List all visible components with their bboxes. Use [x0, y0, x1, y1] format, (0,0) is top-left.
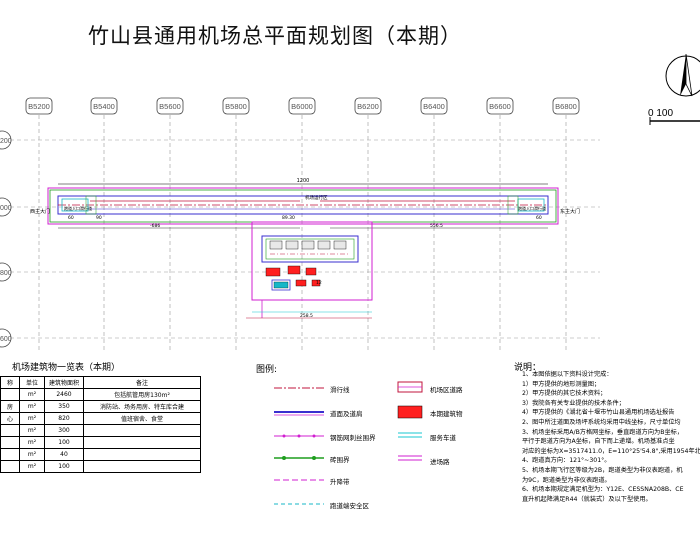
note-line: 平行于跑道方向为A坐标，自下而上递增。机场基准点坐: [522, 438, 675, 446]
legend-label: 砖围界: [330, 456, 350, 464]
runway-length-dim: 1200: [297, 178, 310, 184]
west-gate-label: 西主大门: [30, 208, 50, 215]
east-taxiway-label: 跑道入口滑行道: [518, 205, 546, 211]
apron-pavement: [261, 235, 359, 263]
west-taxiway-label: 跑道入口滑行道: [64, 205, 92, 211]
site-plan: B5200 B5400 B5600 B5800 B6000 B6200 B640…: [0, 97, 600, 350]
legend-label: 本期建筑物: [430, 410, 463, 418]
dim-bottom: 258.5: [300, 313, 313, 319]
note-line: 2）甲方提供的其它技术资料；: [522, 390, 607, 398]
legend-label: 钢筋网刺丝围界: [330, 434, 376, 442]
west-resa: [61, 198, 89, 212]
note-line: 4、跑道真方向：121°~301°。: [522, 457, 611, 465]
col-unit: 单位: [19, 376, 45, 389]
legend-label: 服务车道: [430, 434, 456, 442]
grid-x-label: B5800: [225, 102, 247, 111]
note-line: 3）我院各有关专业提供的技术条件；: [522, 399, 625, 407]
scale-bar: [649, 117, 700, 125]
grid-y-label: 600: [0, 336, 12, 343]
legend-label: 跑道端安全区: [330, 502, 369, 510]
dim-left: -686: [150, 223, 160, 229]
grid-horizontals: [10, 139, 600, 339]
scale-label: 0 100: [648, 108, 674, 119]
note-line: 对应的坐标为X=3517411.0，E=110°25'54.8",采用1954年…: [522, 447, 700, 455]
apron-hangars: [269, 240, 347, 250]
grid-x-label: B6400: [423, 102, 445, 111]
legend-label: 机场区道路: [430, 386, 463, 394]
note-line: 1）甲方提供的地形测量图；: [522, 380, 601, 388]
legend-symbols: [274, 381, 423, 505]
apron-fence: [251, 221, 373, 301]
dim-90: 90: [96, 215, 102, 221]
east-gate-label: 东主大门: [560, 208, 580, 215]
grid-x-label: B5200: [28, 102, 50, 111]
note-line: 4）甲方提供的《湖北省十堰市竹山县通用机场选址报告: [522, 409, 675, 417]
dim-60-east: 60: [536, 215, 542, 221]
grid-y-label: 200: [0, 138, 12, 145]
notes-body: 1、本图依据以下资料设计完成： 1）甲方提供的地形测量图； 2）甲方提供的其它技…: [522, 370, 700, 504]
legend-building: [397, 405, 423, 419]
dim-right: 556.5: [430, 223, 443, 229]
legend-label: 道面及道肩: [330, 410, 363, 418]
legend-label: 升降带: [330, 478, 350, 486]
phase-buildings: [265, 265, 321, 287]
page-title: 竹山县通用机场总平面规划图（本期）: [88, 24, 462, 48]
note-line: 直升机起降满足R44（就装式）及以下型使用。: [522, 495, 652, 503]
legend-caption: 图例:: [256, 365, 278, 375]
grid-y-label: 800: [0, 270, 12, 277]
notes-caption: 说明：: [514, 363, 542, 373]
legend-label: 进场路: [430, 458, 450, 466]
col-note: 备注: [83, 376, 201, 389]
grid-x-label: B5600: [159, 102, 181, 111]
dim-89: 89.30: [282, 215, 295, 221]
grid-x-label: B6600: [489, 102, 511, 111]
note-line: 2、图中所注道面及场坪系统均采用中线坐标，尺寸单位均: [522, 418, 681, 426]
note-line: 6、机场本期规定满足机型为：Y12E、CESSNA208B、CE: [522, 486, 684, 494]
note-line: 1、本图依据以下资料设计完成：: [522, 371, 613, 378]
dim-60-west: 60: [68, 215, 74, 221]
runway-strip: [47, 187, 559, 225]
legend-label: 滑行线: [330, 386, 350, 394]
grid-y-label: 000: [0, 205, 12, 212]
grid-x-label: B6200: [357, 102, 379, 111]
col-name: 称: [0, 376, 20, 389]
note-line: 3、机场坐标采用A/B方格网坐标，垂直跑道方向为B坐标，: [522, 428, 684, 436]
apron-label: 机场运行区: [305, 194, 328, 201]
col-area: 建筑物面积: [44, 376, 84, 389]
grid-x-label: B6000: [291, 102, 313, 111]
grid-x-label: B5400: [93, 102, 115, 111]
note-line: 为9C，跑道类型为非仪表跑道。: [522, 476, 611, 484]
note-line: 5、机场本期飞行区等级为2B，跑道类型为非仪表跑道，机: [522, 466, 683, 474]
north-arrow-icon: [665, 53, 700, 97]
brick-fence: [49, 189, 557, 223]
building-12-label: 12: [316, 280, 322, 286]
grid-x-label: B6800: [555, 102, 577, 111]
building-table-caption: 机场建筑物一览表（本期）: [12, 363, 121, 373]
